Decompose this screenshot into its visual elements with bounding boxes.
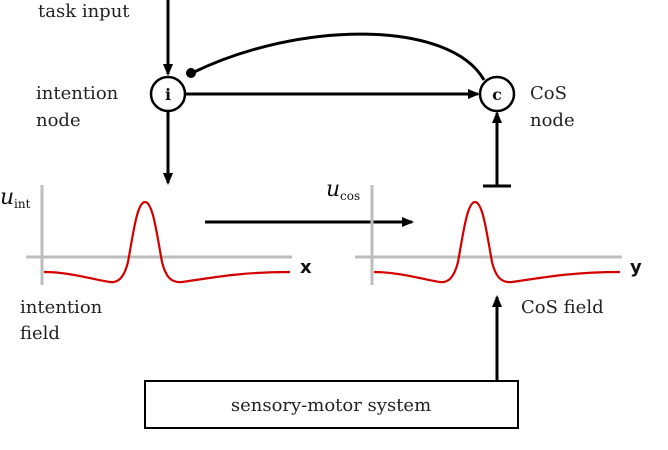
intention-field-axis-end: x [300, 257, 312, 278]
cos-field-axis-sub: cos [340, 189, 360, 203]
cos-node-symbol: c [492, 85, 502, 104]
intention-field-axis-sub: int [14, 197, 31, 211]
intention-node-label-line2: node [36, 110, 81, 131]
cos-field-axis-var: u [326, 177, 340, 202]
cos-field-plot: u cos y [326, 177, 642, 285]
cos-field-label: CoS field [521, 297, 604, 318]
sensory-motor-system-label: sensory-motor system [231, 395, 431, 416]
intention-field-activation-curve [43, 200, 291, 284]
inhibitory-dot-icon [186, 68, 196, 78]
intention-field-label-line2: field [20, 323, 60, 344]
cos-field-axis-end: y [630, 257, 642, 278]
task-input-label: task input [38, 1, 130, 22]
cos-node-label-line2: node [530, 110, 575, 131]
intention-node-symbol: i [165, 85, 171, 104]
sensory-motor-system-box [144, 380, 519, 429]
cos-node-label-line1: CoS [530, 83, 567, 104]
cos-field-activation-curve [373, 200, 621, 284]
intention-field-plot: u int x [0, 185, 312, 285]
intention-node-label-line1: intention [36, 83, 119, 104]
intention-field-axis-var: u [0, 185, 14, 210]
cos-to-intention-inhibitory-curve [191, 32, 486, 81]
intention-field-label-line1: intention [20, 297, 103, 318]
